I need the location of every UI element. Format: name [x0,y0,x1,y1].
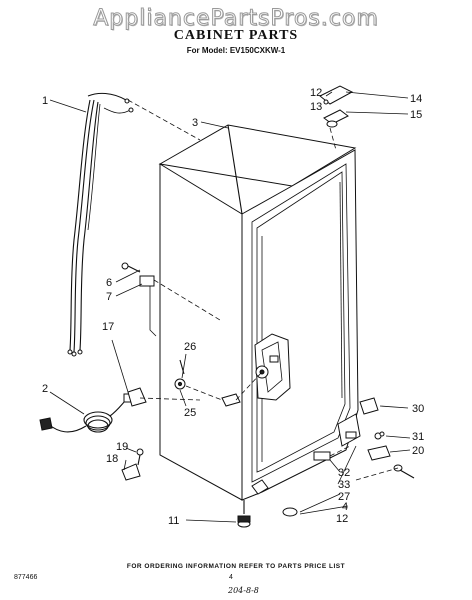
callout-4: 4 [342,501,348,513]
right-small-parts [282,397,415,517]
callout-33: 33 [338,479,350,491]
callout-18: 18 [106,453,118,465]
callout-1: 1 [42,95,48,107]
cabinet-body [158,124,359,501]
wire-harness [67,92,134,357]
callout-15: 15 [410,109,422,121]
callout-11: 11 [168,515,179,527]
callout-13: 13 [310,101,322,113]
leveling-leg [237,500,251,528]
site-watermark: AppliancePartsPros.com [93,6,379,32]
power-cord [39,393,135,433]
callout-19: 19 [116,441,128,453]
page-number: 4 [229,574,233,581]
drain-bracket-group [127,359,241,407]
callout-12-bottom: 12 [336,513,348,525]
callout-14: 14 [410,93,422,105]
callout-25: 25 [184,407,196,419]
leader-lines [49,91,411,523]
bottom-hinge-assembly [251,413,361,495]
document-number: 877466 [14,574,38,581]
callout-26: 26 [184,341,196,353]
callout-12-top: 12 [310,87,322,99]
callout-30: 30 [412,403,424,415]
top-hinge [319,85,354,151]
callout-32: 32 [338,467,350,479]
lower-bracket [121,448,144,481]
model-subtitle: For Model: EV150CXKW-1 [186,46,286,55]
callout-27: 27 [338,491,350,503]
ordering-note: FOR ORDERING INFORMATION REFER TO PARTS … [126,563,346,570]
callout-labels: 1 3 12 13 14 15 6 7 17 26 2 25 30 31 20 … [42,87,424,527]
callout-6: 6 [106,277,112,289]
handwritten-note: 204-8-8 [228,586,259,595]
liner-control-housing [254,333,291,401]
callout-17: 17 [102,321,114,333]
callout-2: 2 [42,383,48,395]
callout-7: 7 [106,291,112,303]
callout-31: 31 [412,431,424,443]
callout-3: 3 [192,117,198,129]
clip-bracket [121,262,157,337]
page-title: CABINET PARTS [173,28,299,43]
callout-20: 20 [412,445,424,457]
